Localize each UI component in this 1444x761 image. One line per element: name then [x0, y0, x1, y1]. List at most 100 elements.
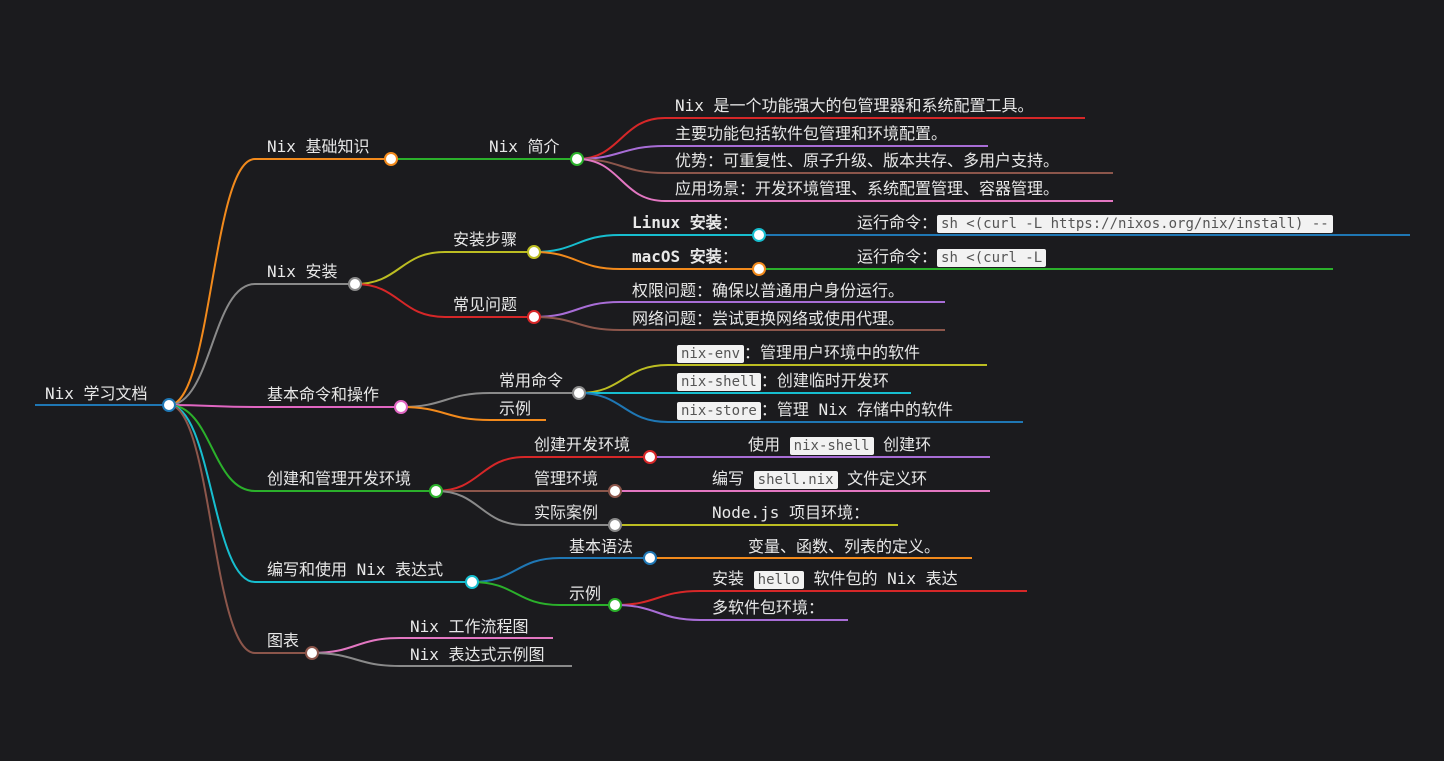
node-nodejs-env[interactable]: Node.js 项目环境： [712, 503, 870, 522]
node-circle-common[interactable] [572, 386, 586, 400]
node-cmd-shell[interactable]: nix-shell：创建临时开发环 [677, 371, 889, 392]
node-install[interactable]: Nix 安装 [267, 262, 338, 281]
edge-examples-hello [614, 590, 1027, 606]
node-circle-basics[interactable] [384, 152, 398, 166]
cmd-shell-desc: ：创建临时开发环 [760, 371, 889, 390]
edge-intro-1 [576, 117, 1085, 160]
install-word: 安装 [712, 569, 745, 588]
edge-root-install [168, 283, 355, 406]
node-macos-cmd[interactable]: 运行命令：sh <(curl -L [857, 247, 1047, 268]
run-cmd-label-2: 运行命令： [857, 247, 938, 266]
cmd-env-code: nix-env [677, 345, 745, 363]
node-charts[interactable]: 图表 [267, 631, 300, 650]
edge-common-store [578, 392, 1023, 423]
edge-root-charts [168, 404, 312, 654]
create-env-desc: 创建环 [883, 435, 932, 454]
node-manage-env[interactable]: 管理环境 [534, 469, 599, 488]
node-circle-syntax[interactable] [643, 551, 657, 565]
edge-root-commands [168, 404, 401, 408]
node-hello[interactable]: 安装 hello 软件包的 Nix 表达 [712, 569, 958, 590]
node-linux-cmd[interactable]: 运行命令：sh <(curl -L https://nixos.org/nix/… [857, 213, 1333, 234]
edge-root-expressions [168, 404, 472, 583]
edge-steps-macos [533, 251, 759, 270]
node-circle-faq[interactable] [527, 310, 541, 324]
node-syntax-desc[interactable]: 变量、函数、列表的定义。 [748, 537, 941, 556]
node-macos-install[interactable]: macOS 安装： [632, 247, 738, 267]
node-basics[interactable]: Nix 基础知识 [267, 137, 370, 156]
node-circle-devenv[interactable] [429, 484, 443, 498]
edge-devenv-create [435, 456, 650, 492]
node-intro-3[interactable]: 优势：可重复性、原子升级、版本共存、多用户支持。 [675, 151, 1060, 170]
node-cmd-store[interactable]: nix-store：管理 Nix 存储中的软件 [677, 400, 953, 421]
node-circle-commands[interactable] [394, 400, 408, 414]
node-real-case[interactable]: 实际案例 [534, 503, 599, 522]
node-expr-examples[interactable]: 示例 [569, 584, 602, 603]
edge-root-devenv [168, 404, 436, 492]
use-shell-code: nix-shell [789, 437, 874, 455]
linux-cmd-code: sh <(curl -L https://nixos.org/nix/insta… [937, 215, 1333, 233]
node-expr-chart[interactable]: Nix 表达式示例图 [410, 645, 545, 664]
hello-desc: 软件包的 Nix 表达 [813, 569, 958, 588]
node-linux-install[interactable]: Linux 安装： [632, 213, 738, 233]
node-common-cmds[interactable]: 常用命令 [499, 371, 564, 390]
node-circle-expressions[interactable] [465, 575, 479, 589]
node-faq-1[interactable]: 权限问题：确保以普通用户身份运行。 [632, 281, 905, 300]
root-node-label[interactable]: Nix 学习文档 [45, 384, 148, 403]
edge-charts-workflow [311, 637, 553, 654]
node-circle-macos[interactable] [752, 262, 766, 276]
node-install-steps[interactable]: 安装步骤 [453, 230, 518, 249]
write-word: 编写 [712, 469, 745, 488]
node-circle-linux[interactable] [752, 228, 766, 242]
edge-intro-4 [576, 158, 1113, 202]
edge-root-basics [168, 158, 391, 406]
node-circle-root[interactable] [162, 398, 176, 412]
node-intro-1[interactable]: Nix 是一个功能强大的包管理器和系统配置工具。 [675, 96, 1034, 115]
cmd-env-desc: ：管理用户环境中的软件 [744, 343, 921, 362]
node-circle-manage[interactable] [608, 484, 622, 498]
node-faq[interactable]: 常见问题 [453, 295, 518, 314]
node-circle-charts[interactable] [305, 646, 319, 660]
node-expressions[interactable]: 编写和使用 Nix 表达式 [267, 560, 444, 579]
edge-faq-2 [533, 316, 945, 331]
edge-devenv-case [435, 490, 615, 526]
edge-install-steps [354, 251, 534, 285]
node-intro-4[interactable]: 应用场景：开发环境管理、系统配置管理、容器管理。 [675, 179, 1060, 198]
node-shell-nix[interactable]: 编写 shell.nix 文件定义环 [712, 469, 927, 490]
run-cmd-label: 运行命令： [857, 213, 938, 232]
linux-install-title: Linux 安装 [632, 213, 722, 232]
cmd-store-desc: ：管理 Nix 存储中的软件 [760, 400, 954, 419]
edge-install-faq [354, 283, 534, 318]
edge-expr-examples [471, 581, 615, 606]
edge-faq-1 [533, 301, 945, 318]
node-create-env[interactable]: 创建开发环境 [534, 435, 631, 454]
node-circle-intro[interactable] [570, 152, 584, 166]
node-circle-expr-examples[interactable] [608, 598, 622, 612]
macos-cmd-code: sh <(curl -L [937, 249, 1047, 267]
node-multi-pkg[interactable]: 多软件包环境： [712, 598, 825, 617]
edge-intro-2 [576, 145, 988, 160]
node-circle-case[interactable] [608, 518, 622, 532]
node-circle-steps[interactable] [527, 245, 541, 259]
node-intro[interactable]: Nix 简介 [489, 137, 560, 156]
node-syntax[interactable]: 基本语法 [569, 537, 634, 556]
node-use-shell[interactable]: 使用 nix-shell 创建环 [748, 435, 931, 456]
node-circle-install[interactable] [348, 277, 362, 291]
edge-intro-3 [576, 158, 1113, 174]
node-examples[interactable]: 示例 [499, 399, 532, 418]
node-circle-create[interactable] [643, 450, 657, 464]
edge-common-env [578, 364, 987, 394]
node-intro-2[interactable]: 主要功能包括软件包管理和环境配置。 [675, 124, 948, 143]
use-word: 使用 [748, 435, 781, 454]
node-cmd-env[interactable]: nix-env：管理用户环境中的软件 [677, 343, 920, 364]
node-commands[interactable]: 基本命令和操作 [267, 385, 380, 404]
edge-examples-multi [614, 604, 848, 621]
cmd-store-code: nix-store [677, 402, 761, 420]
node-workflow[interactable]: Nix 工作流程图 [410, 617, 529, 636]
hello-code: hello [753, 571, 804, 589]
macos-install-title: macOS 安装 [632, 247, 722, 266]
node-faq-2[interactable]: 网络问题：尝试更换网络或使用代理。 [632, 309, 905, 328]
macos-install-colon: ： [721, 247, 738, 266]
node-devenv[interactable]: 创建和管理开发环境 [267, 469, 412, 488]
edge-commands-examples [400, 406, 546, 421]
